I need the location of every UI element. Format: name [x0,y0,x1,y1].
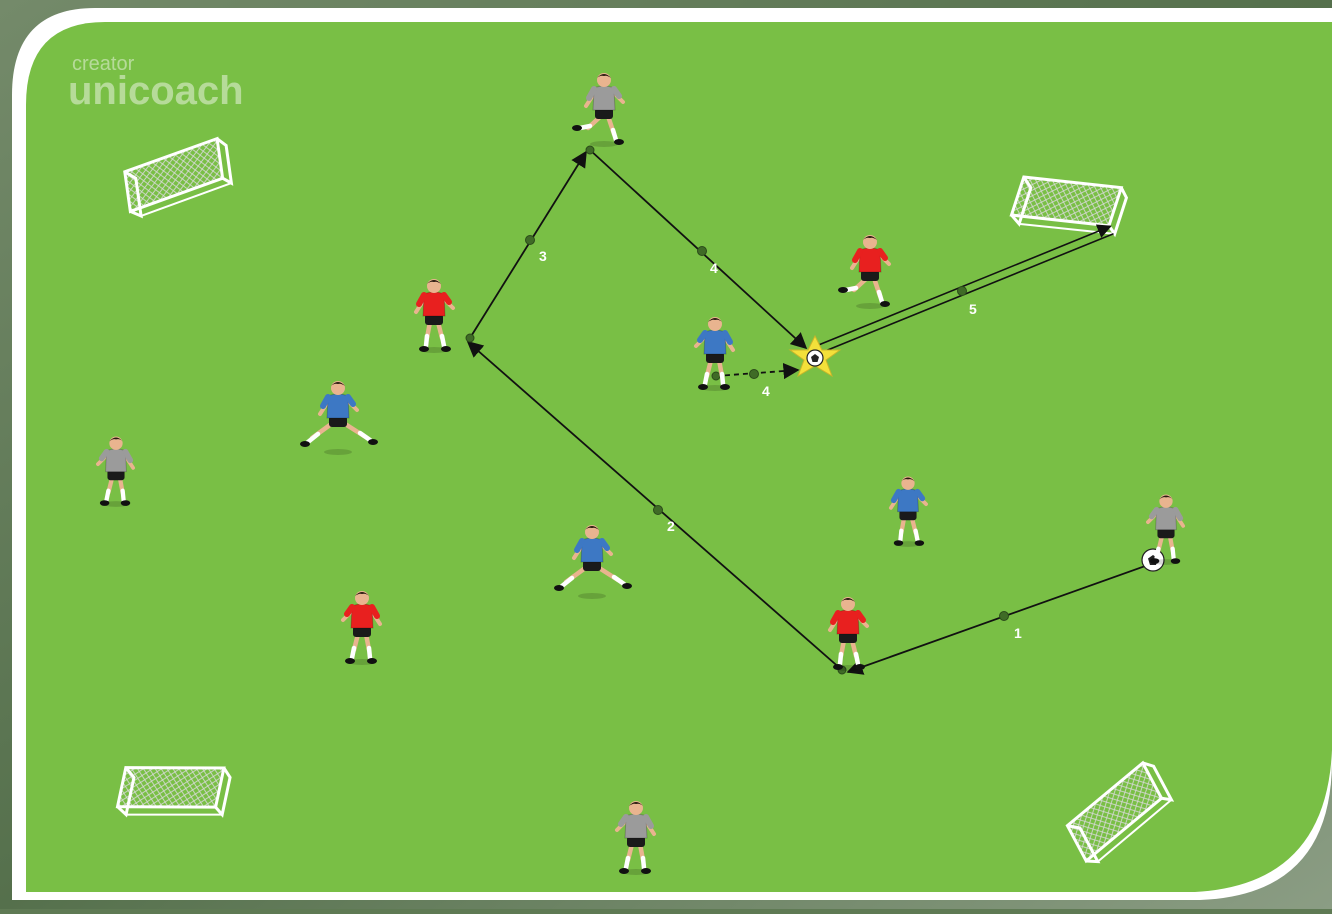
pass-label-5: 5 [969,301,977,317]
player-red-6 [838,235,891,309]
pass-label-1: 1 [1014,625,1022,641]
pass-line [846,564,1149,675]
pass-midpoint [653,505,663,515]
pass-midpoint [957,286,967,296]
pass-origin [465,333,475,343]
pass-midpoint [697,246,707,256]
pass-5-dashed [711,362,800,381]
pitch [26,22,1332,892]
pass-label-3: 3 [539,248,547,264]
run-label-4: 4 [762,383,770,399]
pass-labels: 1 2 3 4 4 5 [539,248,1022,641]
pass-origin [711,371,721,381]
player-grey-11 [1146,494,1186,565]
pass-midpoint [525,235,535,245]
pass-label-4: 4 [710,260,718,276]
unicoach-logo: creator unicoach [68,53,244,113]
player-red-10 [828,597,869,671]
player-grey-4 [96,436,136,507]
pass-label-2: 2 [667,518,675,534]
pass-midpoint [999,611,1009,621]
pass-line [715,362,800,380]
pass-3-solid [465,150,587,343]
player-red-9 [341,591,382,665]
pass-line [469,150,587,339]
player-blue-3 [300,381,378,455]
pass-midpoint [749,369,759,379]
player-red-2 [414,279,455,353]
players [96,73,1186,875]
logo-line2: unicoach [68,69,244,113]
ball-icon [806,349,824,367]
player-grey-12 [615,801,656,875]
pass-4-solid [585,145,808,350]
player-blue-8 [554,525,632,599]
player-blue-7 [888,476,928,547]
player-blue-5 [694,317,735,391]
player-grey-1 [572,73,625,147]
logo-line1: creator [72,53,135,75]
pass-origin [585,145,595,155]
